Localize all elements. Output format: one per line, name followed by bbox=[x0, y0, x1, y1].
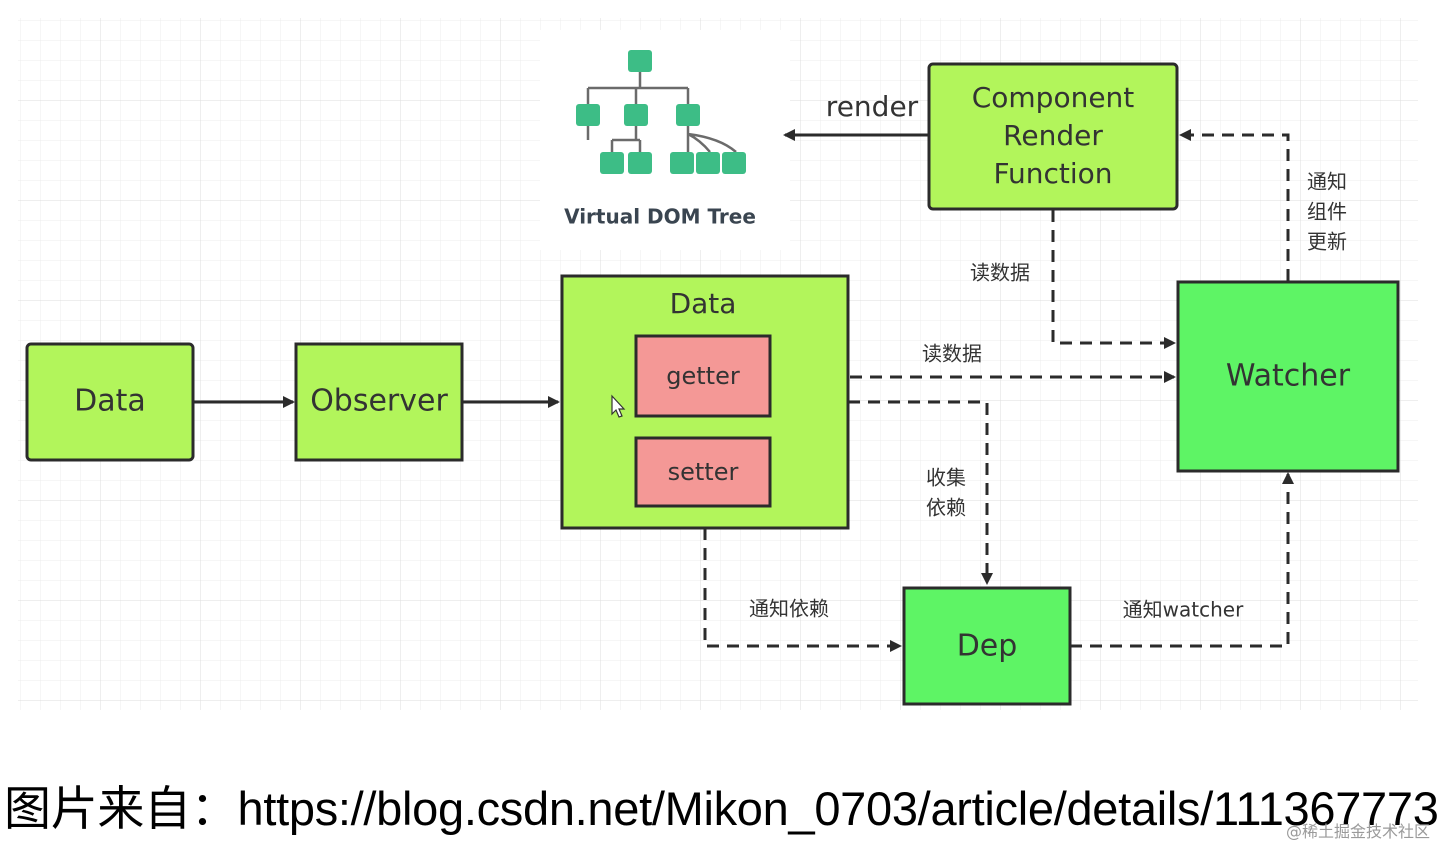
node-data-source-label: Data bbox=[74, 384, 146, 419]
edge-label-read-data-2: 读数据 bbox=[922, 342, 982, 366]
tree-node bbox=[676, 104, 700, 126]
node-getter bbox=[634, 334, 772, 418]
edge-label-notify-update-3: 更新 bbox=[1307, 230, 1347, 254]
node-watcher bbox=[1176, 280, 1400, 473]
tree-backdrop bbox=[540, 30, 790, 250]
edge-label-notify-watcher: 通知watcher bbox=[1123, 598, 1244, 622]
tree-node bbox=[722, 152, 746, 174]
node-component-render-line2: Render bbox=[1003, 119, 1103, 152]
edge-label-collect-1: 收集 bbox=[926, 466, 966, 490]
node-setter-label: setter bbox=[668, 458, 739, 486]
edge-label-collect-2: 依赖 bbox=[926, 496, 966, 520]
vdom-label: Virtual DOM Tree bbox=[564, 205, 756, 229]
node-setter bbox=[634, 436, 772, 508]
node-data-source bbox=[25, 342, 195, 462]
edge-label-read-data-1: 读数据 bbox=[970, 261, 1030, 285]
tree-node bbox=[600, 152, 624, 174]
source-caption: 图片来自：https://blog.csdn.net/Mikon_0703/ar… bbox=[4, 782, 1438, 835]
edge-notify-update bbox=[1179, 129, 1290, 281]
node-getter-label: getter bbox=[666, 362, 740, 390]
edge-label-notify-deps: 通知依赖 bbox=[749, 597, 829, 621]
node-component-render bbox=[927, 62, 1179, 211]
edge-notify-deps bbox=[703, 528, 902, 652]
watermark: @稀土掘金技术社区 bbox=[1285, 822, 1430, 841]
node-data-container-label: Data bbox=[670, 287, 737, 320]
tree-node bbox=[628, 152, 652, 174]
node-component-render-line3: Function bbox=[993, 157, 1112, 190]
node-component-render-line1: Component bbox=[972, 81, 1135, 114]
edge-component-to-watcher bbox=[1051, 210, 1176, 349]
node-dep-label: Dep bbox=[957, 629, 1018, 664]
tree-node bbox=[576, 104, 600, 126]
tree-node bbox=[624, 104, 648, 126]
node-observer-label: Observer bbox=[310, 384, 448, 419]
mouse-cursor-icon bbox=[611, 394, 626, 418]
edge-label-notify-update-2: 组件 bbox=[1307, 200, 1347, 224]
virtual-dom-tree-icon bbox=[576, 50, 746, 174]
tree-node-root bbox=[628, 50, 652, 72]
tree-node bbox=[696, 152, 720, 174]
edge-label-render: render bbox=[826, 90, 919, 123]
edge-label-notify-update-1: 通知 bbox=[1307, 170, 1347, 194]
node-observer bbox=[294, 342, 464, 462]
tree-node bbox=[670, 152, 694, 174]
node-dep bbox=[902, 586, 1072, 706]
node-watcher-label: Watcher bbox=[1226, 359, 1351, 394]
edge-data-to-dep bbox=[848, 400, 993, 585]
